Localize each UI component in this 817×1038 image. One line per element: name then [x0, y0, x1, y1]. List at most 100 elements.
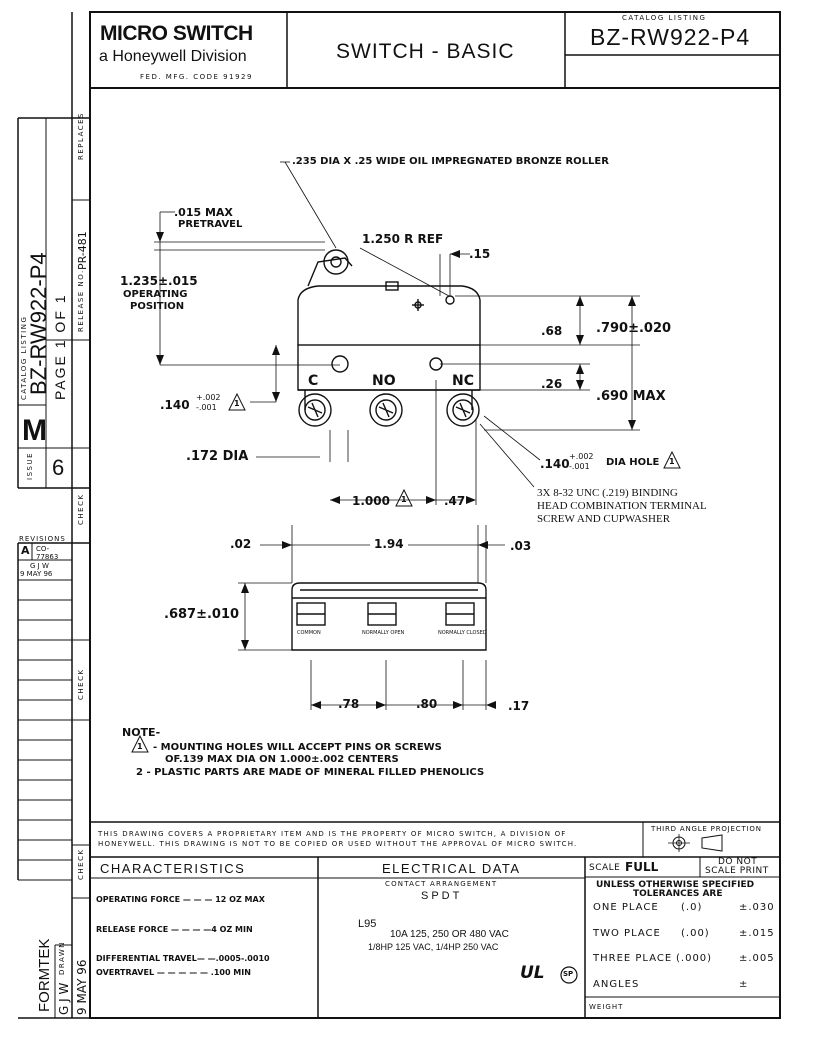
overtravel: OVERTRAVEL — — — — — .100 MIN [96, 968, 251, 977]
dim-690: .690 MAX [596, 389, 666, 404]
dim-17: .17 [508, 699, 530, 713]
three-place-value: ±.005 [739, 953, 775, 964]
revision-date: 9 MAY 96 [20, 570, 53, 578]
two-place-label: TWO PLACE [593, 928, 661, 939]
label-common: COMMON [297, 630, 321, 636]
note-2: 2 - PLASTIC PARTS ARE MADE OF MINERAL FI… [136, 767, 485, 778]
dim-194: 1.94 [370, 537, 408, 551]
one-place-format: (.0) [681, 902, 703, 913]
scale-label: SCALE [589, 863, 621, 873]
dim-790: .790±.020 [596, 321, 672, 336]
rating-line-1: 10A 125, 250 OR 480 VAC [390, 929, 509, 940]
note-mark-left: 1 [234, 399, 240, 408]
proprietary-line-2: HONEYWELL. THIS DRAWING IS NOT TO BE COP… [98, 840, 578, 848]
document-title: SWITCH - BASIC [336, 40, 515, 63]
catalog-number: BZ-RW922-P4 [590, 24, 751, 50]
revisions-label: REVISIONS [19, 535, 66, 543]
scale-value: FULL [625, 860, 659, 874]
differential-travel: DIFFERENTIAL TRAVEL— —.0005-.0010 [96, 954, 270, 963]
note-1-line-1: - MOUNTING HOLES WILL ACCEPT PINS OR SCR… [153, 742, 442, 753]
release-number: PR-481 [76, 231, 89, 270]
dim-78: .78 [338, 697, 360, 711]
two-place-format: (.00) [681, 928, 710, 939]
tol-minus-right: -.001 [569, 462, 590, 471]
company-logo: MICRO SWITCH [100, 22, 253, 45]
screw-callout-2: HEAD COMBINATION TERMINAL [537, 500, 707, 512]
check-label-2: CHECK [77, 668, 85, 700]
tolerances-heading-2: TOLERANCES ARE [633, 889, 723, 899]
catalog-listing-label: CATALOG LISTING [622, 14, 707, 22]
dim-03: .03 [510, 539, 532, 553]
company-division: a Honeywell Division [99, 48, 247, 65]
note-1-mark: 1 [137, 742, 143, 751]
do-not-scale-1: DO NOT [718, 857, 758, 867]
dim-68: .68 [541, 324, 563, 338]
dim-47: .47 [444, 494, 466, 508]
pretravel-label: PRETRAVEL [178, 219, 243, 230]
catalog-number-vertical: BZ-RW922-P4 [26, 252, 51, 395]
revision-letter: A [21, 544, 30, 557]
note-mark-center: 1 [401, 495, 407, 504]
note-1-line-2: OF.139 MAX DIA ON 1.000±.002 CENTERS [165, 754, 399, 765]
note-mark-right: 1 [669, 457, 675, 466]
dim-02: .02 [230, 537, 252, 551]
check-label-3: CHECK [77, 848, 85, 880]
tol-minus-left: -.001 [196, 403, 217, 412]
one-place-label: ONE PLACE [593, 902, 659, 913]
operating-label: OPERATING [123, 289, 188, 300]
drawn-date: 9 MAY 96 [75, 959, 89, 1016]
terminal-no-label: NO [372, 373, 396, 389]
do-not-scale-2: SCALE PRINT [705, 866, 769, 876]
dim-15: .15 [469, 247, 491, 261]
release-no-label: RELEASE NO. [77, 269, 85, 332]
tol-plus-right: +.002 [569, 452, 594, 461]
screw-callout-1: 3X 8-32 UNC (.219) BINDING [537, 487, 678, 499]
csa-mark-icon: SP [563, 970, 574, 978]
dim-172-dia: .172 DIA [186, 449, 249, 464]
check-label-1: CHECK [77, 493, 85, 525]
label-normally-closed: NORMALLY CLOSED [438, 630, 487, 636]
revision-co: CO-77863 [36, 545, 59, 561]
drawn-by: G J W [57, 982, 71, 1015]
m-logo: M [22, 414, 47, 447]
position-label: POSITION [130, 301, 185, 312]
contact-arrangement-label: CONTACT ARRANGEMENT [385, 880, 498, 888]
three-place-label: THREE PLACE [593, 953, 673, 964]
one-place-value: ±.030 [739, 902, 775, 913]
page-count: PAGE 1 OF 1 [52, 293, 68, 400]
weight-label: WEIGHT [589, 1003, 624, 1011]
operating-force: OPERATING FORCE — — — 12 OZ MAX [96, 895, 265, 904]
angles-label: ANGLES [593, 979, 640, 990]
issue-label: ISSUE [26, 452, 34, 480]
dim-140-right: .140 [540, 457, 570, 471]
third-angle-projection: THIRD ANGLE PROJECTION [651, 825, 762, 833]
rating-line-2: 1/8HP 125 VAC, 1/4HP 250 VAC [368, 942, 499, 952]
replaces-label: REPLACES [77, 112, 85, 160]
electrical-heading: ELECTRICAL DATA [382, 861, 521, 876]
terminal-c-label: C [308, 373, 319, 389]
fed-mfg-code: FED. MFG. CODE 91929 [140, 73, 253, 81]
terminal-nc-label: NC [452, 373, 474, 389]
electrical-code: L95 [358, 918, 377, 930]
issue-number: 6 [52, 455, 65, 480]
dim-1000: 1.000 [352, 494, 390, 508]
dim-26: .26 [541, 377, 563, 391]
tolerances-heading-1: UNLESS OTHERWISE SPECIFIED [596, 880, 755, 890]
drawn-label: DRAWN [58, 940, 66, 975]
angles-value: ± [739, 979, 749, 990]
label-normally-open: NORMALLY OPEN [362, 630, 405, 636]
characteristics-heading: CHARACTERISTICS [100, 861, 246, 876]
dim-140-left: .140 [160, 398, 190, 412]
dim-80: .80 [416, 697, 438, 711]
release-force: RELEASE FORCE — — — —4 OZ MIN [96, 925, 253, 934]
dia-hole-label: DIA HOLE [606, 457, 660, 468]
operating-position-dim: 1.235±.015 [120, 274, 198, 288]
ul-mark-icon: UL [520, 963, 545, 983]
dim-687: .687±.010 [164, 607, 240, 622]
contact-arrangement: SPDT [421, 890, 463, 902]
pretravel-max: .015 MAX [174, 206, 233, 219]
revision-by: G J W [30, 562, 49, 570]
two-place-value: ±.015 [739, 928, 775, 939]
notes-title: NOTE- [122, 726, 161, 739]
